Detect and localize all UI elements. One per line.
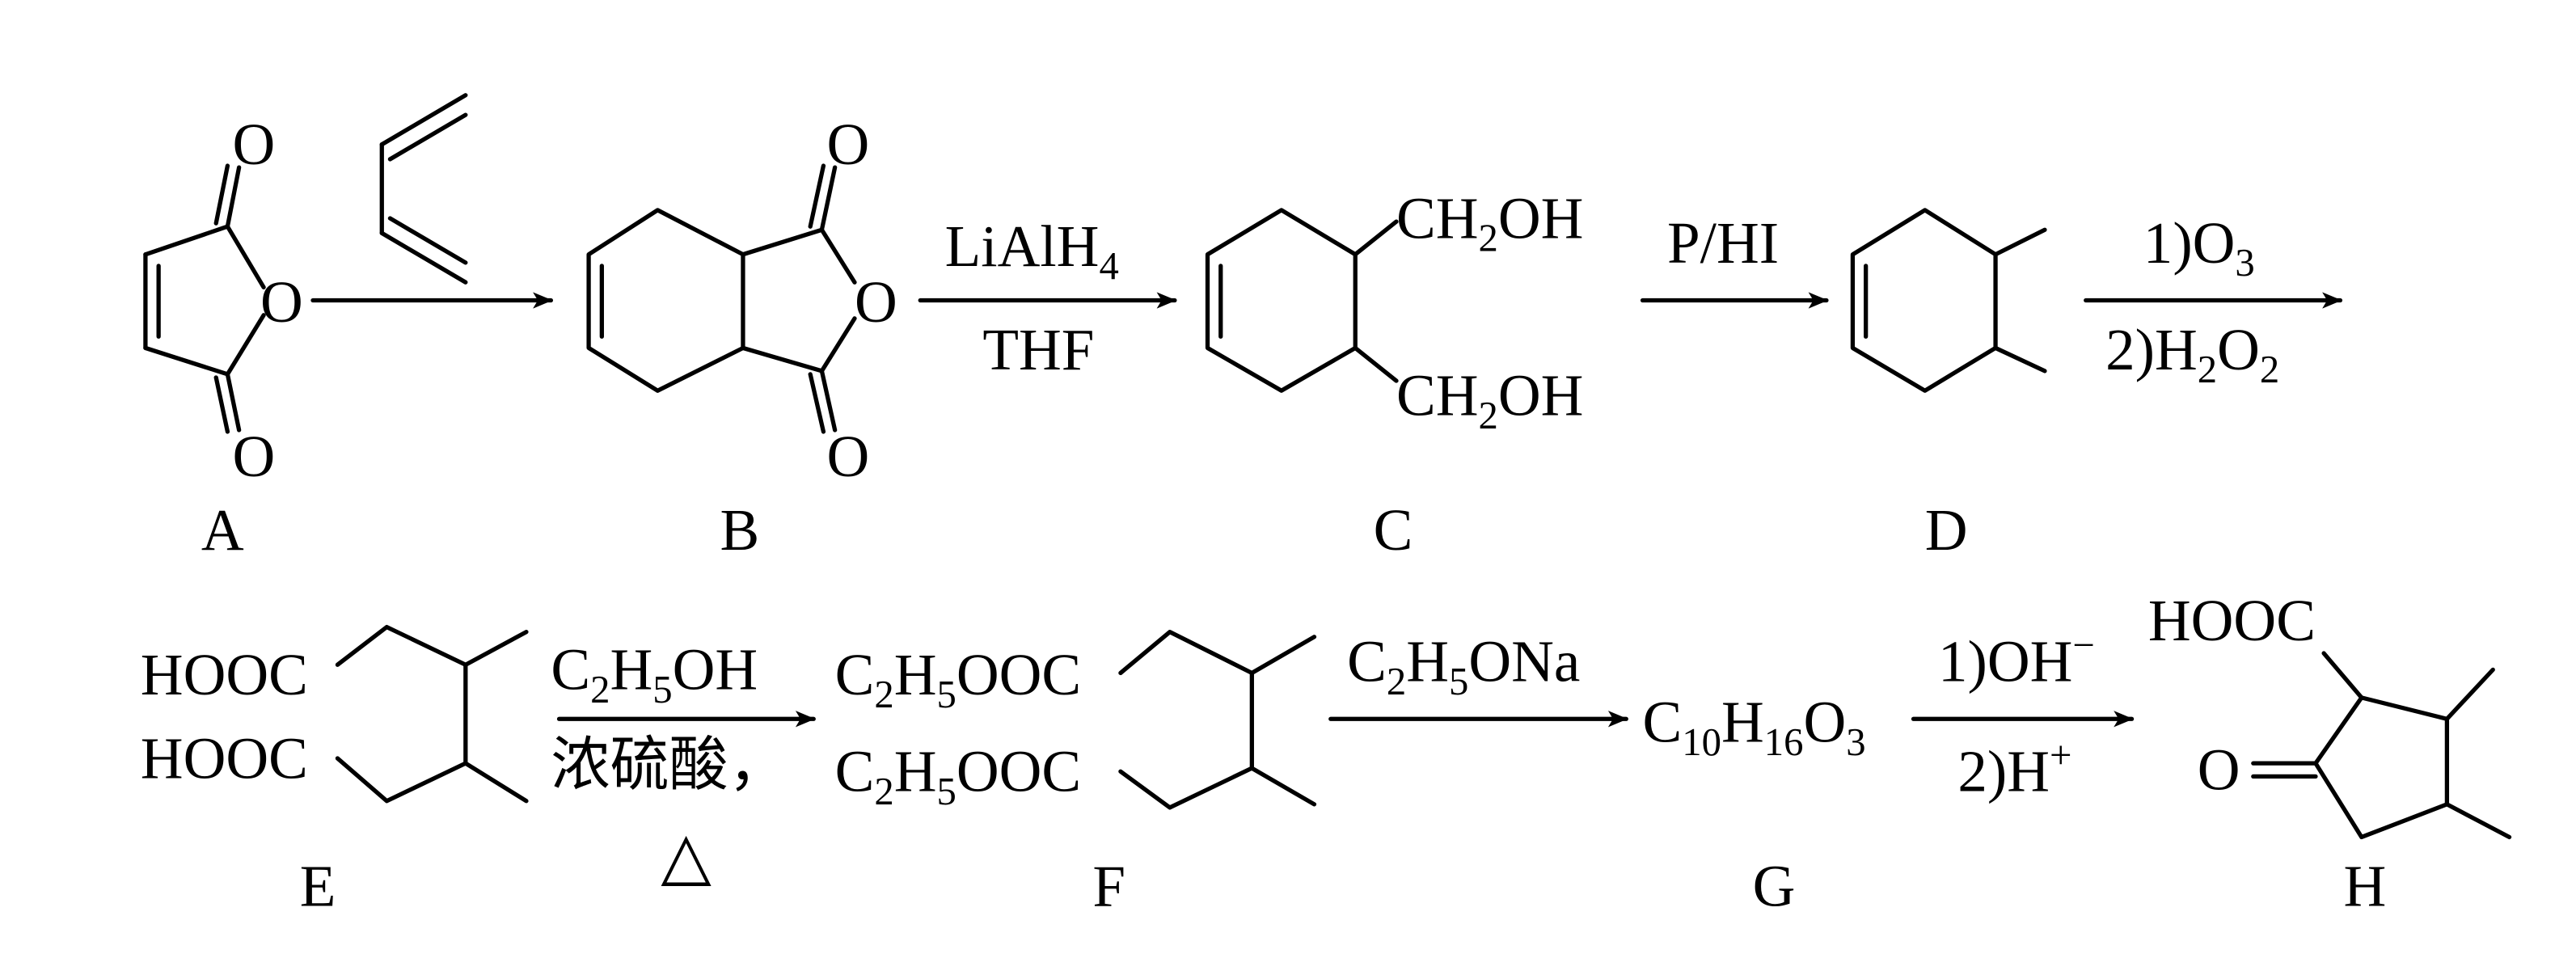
reagent-conc-sulfuric-acid: 浓硫酸， bbox=[551, 732, 787, 797]
atom-o: O bbox=[826, 424, 869, 489]
compound-c-structure: CH2OH CH2OH bbox=[1205, 185, 1583, 437]
label-g: G bbox=[1753, 854, 1796, 919]
label-c: C bbox=[1374, 497, 1413, 563]
group-hooc: HOOC bbox=[2148, 588, 2316, 653]
solvent-thf: THF bbox=[982, 317, 1094, 382]
heat-symbol: △ bbox=[661, 820, 712, 893]
butadiene-structure bbox=[379, 93, 468, 285]
reagent-sodium-ethoxide: C2H5ONa bbox=[1347, 629, 1580, 703]
compound-e-structure: HOOC HOOC bbox=[141, 624, 529, 804]
reagent-acid: 2)H+ bbox=[1957, 733, 2071, 804]
label-b: B bbox=[720, 497, 760, 563]
group-hooc: HOOC bbox=[141, 642, 308, 707]
compound-h-structure: HOOC O bbox=[2148, 588, 2512, 840]
reagent-h2o2: 2)H2O2 bbox=[2105, 317, 2279, 391]
reagent-lialh4: LiAlH4 bbox=[945, 213, 1119, 288]
atom-o: O bbox=[233, 112, 276, 177]
group-ch2oh: CH2OH bbox=[1396, 363, 1583, 437]
group-ester: C2H5OOC bbox=[835, 642, 1082, 716]
label-d: D bbox=[1925, 497, 1968, 563]
atom-o: O bbox=[260, 269, 303, 335]
atom-o: O bbox=[855, 269, 897, 335]
label-a: A bbox=[201, 497, 244, 563]
compound-d-structure bbox=[1850, 208, 2047, 393]
group-ch2oh: CH2OH bbox=[1396, 185, 1583, 260]
group-hooc: HOOC bbox=[141, 725, 308, 791]
reagent-ethanol: C2H5OH bbox=[551, 637, 758, 711]
label-h: H bbox=[2343, 854, 2386, 919]
compound-g-formula: C10H16O3 bbox=[1643, 690, 1866, 764]
atom-o: O bbox=[826, 112, 869, 177]
reagent-ozone: 1)O3 bbox=[2143, 210, 2255, 285]
group-ester: C2H5OOC bbox=[835, 739, 1082, 813]
label-f: F bbox=[1092, 854, 1125, 919]
label-e: E bbox=[300, 854, 336, 919]
compound-f-structure: C2H5OOC C2H5OOC bbox=[835, 630, 1317, 813]
atom-o: O bbox=[233, 424, 276, 489]
compound-b-structure: O O O bbox=[586, 112, 897, 489]
reagent-hydroxide: 1)OH− bbox=[1938, 623, 2095, 694]
compound-a-structure: O O O bbox=[143, 112, 303, 489]
atom-o: O bbox=[2198, 737, 2240, 803]
reagent-p-hi: P/HI bbox=[1667, 210, 1779, 276]
